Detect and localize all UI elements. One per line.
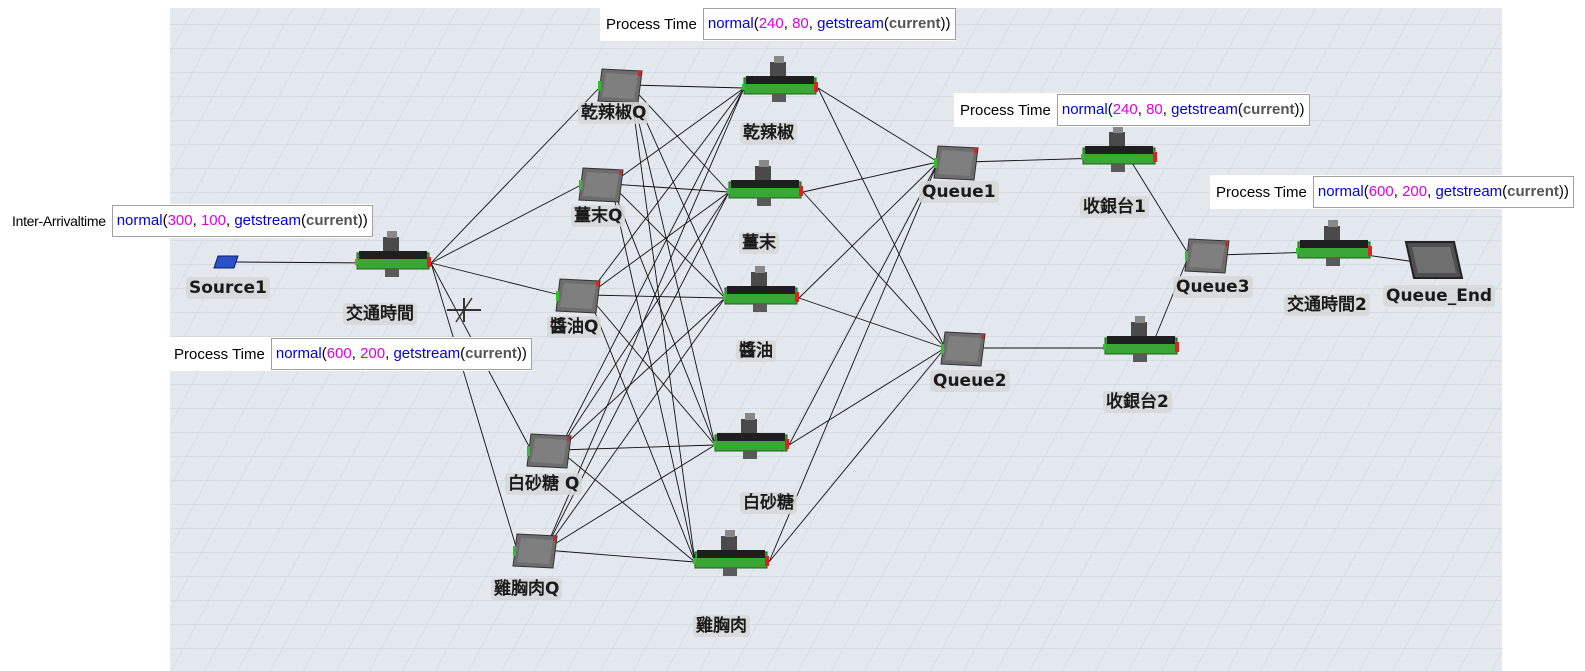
object-label: Queue_End: [1383, 285, 1496, 307]
connection-line: [965, 157, 1102, 163]
expression-field[interactable]: normal(240, 80, getstream(current)): [1056, 94, 1310, 126]
connection-line: [587, 294, 696, 563]
connection-line: [817, 87, 946, 349]
connection-line: [544, 444, 716, 551]
connection-line: [768, 347, 946, 563]
p-soy-object[interactable]: [723, 266, 799, 312]
object-label: 乾辣椒: [740, 122, 797, 144]
annotation-label: Process Time: [174, 345, 265, 363]
connection-line: [558, 449, 696, 563]
annotation-inter-arrival: Inter-Arrivaltime normal(300, 100, getst…: [6, 204, 373, 238]
connection-line: [610, 183, 726, 299]
connection-line: [629, 84, 716, 446]
annotation-process-time-top: Process Time normal(240, 80, getstream(c…: [600, 7, 956, 41]
traffic-object[interactable]: [355, 231, 431, 277]
connection-line: [768, 161, 939, 563]
object-label: 交通時間: [343, 303, 417, 325]
object-label: 醬油Q: [547, 316, 602, 338]
connection-line: [430, 262, 518, 551]
object-label: 乾辣椒Q: [578, 102, 650, 124]
connection-line: [788, 161, 939, 446]
object-label: 收銀台1: [1080, 196, 1149, 218]
connection-line: [802, 161, 939, 193]
q-chili-object[interactable]: [597, 68, 643, 104]
connection-line: [610, 87, 745, 185]
object-label: Queue3: [1173, 276, 1253, 298]
queue2-object[interactable]: [940, 331, 986, 367]
cashier2-object[interactable]: [1103, 316, 1179, 362]
cashier1-object[interactable]: [1081, 126, 1157, 172]
object-label: 醬油: [736, 340, 776, 362]
object-label: 白砂糖: [740, 492, 797, 514]
object-label: Queue1: [919, 181, 999, 203]
connection-line: [817, 87, 939, 163]
connection-line: [430, 84, 603, 264]
annotation-label: Process Time: [960, 101, 1051, 119]
connection-line: [610, 183, 730, 193]
expression-field[interactable]: normal(240, 80, getstream(current)): [702, 8, 956, 40]
connection-lines: [235, 84, 1417, 563]
expression-field[interactable]: normal(600, 200, getstream(current)): [1312, 176, 1574, 208]
annotation-process-time-right: Process Time normal(600, 200, getstream(…: [1210, 175, 1574, 209]
object-label: 收銀台2: [1103, 391, 1172, 413]
connection-line: [610, 183, 696, 563]
queue3-object[interactable]: [1184, 238, 1230, 274]
connection-line: [430, 183, 584, 264]
connection-line: [798, 161, 939, 299]
object-label: Queue2: [930, 370, 1010, 392]
object-label: Source1: [186, 277, 270, 299]
object-label: 薑末Q: [571, 205, 626, 227]
connection-line: [235, 261, 376, 264]
connection-line: [629, 84, 745, 89]
traffic2-object[interactable]: [1296, 220, 1372, 266]
expression-field[interactable]: normal(600, 200, getstream(current)): [270, 338, 532, 370]
source1-object[interactable]: [213, 255, 239, 269]
annotation-label: Inter-Arrivaltime: [12, 213, 106, 229]
expression-field[interactable]: normal(300, 100, getstream(current)): [111, 205, 373, 237]
object-label: 雞胸肉: [693, 615, 750, 637]
connection-line: [788, 347, 946, 446]
connection-line: [802, 191, 946, 349]
queue1-object[interactable]: [933, 145, 979, 181]
connection-line: [558, 297, 726, 451]
connection-line: [558, 87, 745, 451]
p-chicken-object[interactable]: [693, 530, 769, 576]
connection-line: [587, 294, 716, 446]
connection-line: [430, 262, 561, 296]
annotation-process-time-queue: Process Time normal(240, 80, getstream(c…: [954, 93, 1310, 127]
p-chili-object[interactable]: [742, 56, 818, 102]
p-ginger-object[interactable]: [727, 160, 803, 206]
object-label: 雞胸肉Q: [491, 578, 563, 600]
connection-line: [558, 444, 716, 451]
queue-end-object[interactable]: [1404, 241, 1464, 279]
p-sugar-object[interactable]: [713, 413, 789, 459]
object-label: 交通時間2: [1284, 294, 1370, 316]
connection-line: [587, 191, 730, 296]
q-ginger-object[interactable]: [578, 167, 624, 203]
annotation-process-time-left: Process Time normal(600, 200, getstream(…: [168, 337, 532, 371]
q-soy-object[interactable]: [555, 278, 601, 314]
connection-line: [587, 294, 726, 299]
connection-line: [610, 183, 716, 446]
connection-line: [587, 87, 745, 296]
annotation-label: Process Time: [606, 15, 697, 33]
connection-line: [544, 549, 696, 563]
object-label: 薑末: [739, 232, 779, 254]
cursor-crosshair-icon: [447, 297, 481, 323]
connection-line: [1128, 157, 1190, 256]
model-objects: [213, 56, 1464, 576]
q-chicken-object[interactable]: [512, 533, 558, 569]
q-sugar-object[interactable]: [526, 433, 572, 469]
connection-line: [1150, 254, 1190, 349]
connection-line: [629, 84, 696, 563]
connection-line: [798, 297, 946, 349]
annotation-label: Process Time: [1216, 183, 1307, 201]
object-label: 白砂糖 Q: [505, 473, 583, 495]
connection-line: [544, 297, 726, 551]
